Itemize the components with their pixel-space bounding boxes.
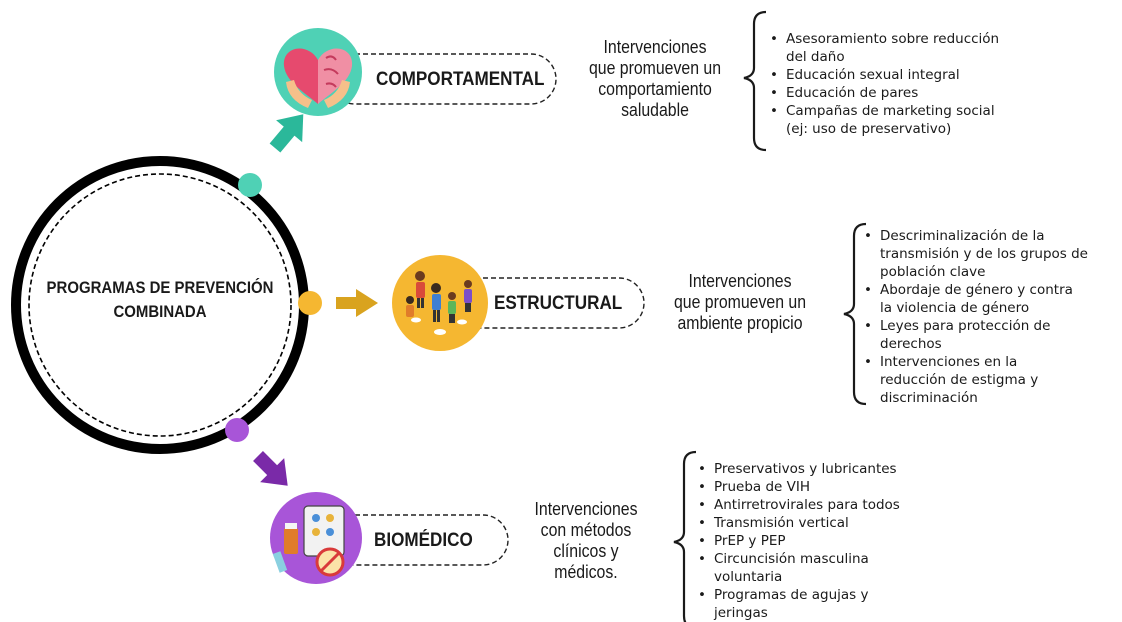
list-item: Descriminalización de la transmisión y d… [862,227,1088,281]
list-item: Programas de agujas y jeringas [696,586,900,622]
list-item: Campañas de marketing social (ej: uso de… [768,102,999,138]
comportamental-description: Intervenciones que promueven un comporta… [588,37,722,120]
estructural-items: Descriminalización de la transmisión y d… [862,227,1088,407]
list-item: Abordaje de género y contra la violencia… [862,281,1088,317]
purple-arrow [253,451,288,486]
teal-dot [238,173,262,197]
biomedico-label: BIOMÉDICO [374,530,473,551]
list-item: Leyes para protección de derechos [862,317,1088,353]
estructural-brace [843,222,867,406]
list-item: Circuncisión masculina voluntaria [696,550,900,586]
list-item: Transmisión vertical [696,514,900,532]
estructural-label: ESTRUCTURAL [494,293,623,314]
estructural-description: Intervenciones que promueven un ambiente… [673,271,807,333]
list-item: Intervenciones en la reducción de estigm… [862,353,1088,407]
estructural-label-box [449,277,645,329]
biomedico-label-box [329,514,509,566]
biomedico-brace [673,450,697,622]
comportamental-brace [743,10,767,152]
community-people-icon [392,255,488,351]
comportamental-label: COMPORTAMENTAL [376,69,545,90]
list-item: Educación de pares [768,84,999,102]
list-item: Asesoramiento sobre reducción del daño [768,30,999,66]
yellow-arrow [336,289,378,317]
medicine-pills-syringe-icon [270,492,362,584]
list-item: Educación sexual integral [768,66,999,84]
comportamental-items: Asesoramiento sobre reducción del daño E… [768,30,999,138]
biomedico-items: Preservativos y lubricantes Prueba de VI… [696,460,900,622]
teal-arrow [269,114,304,153]
list-item: Antirretrovirales para todos [696,496,900,514]
main-circle-title: PROGRAMAS DE PREVENCIÓN COMBINADA [46,278,274,321]
heart-brain-hands-icon [274,28,362,116]
comportamental-label-box [329,53,557,105]
purple-dot [225,418,249,442]
list-item: Preservativos y lubricantes [696,460,900,478]
biomedico-description: Intervenciones con métodos clínicos y mé… [534,499,638,582]
list-item: PrEP y PEP [696,532,900,550]
yellow-dot [298,291,322,315]
list-item: Prueba de VIH [696,478,900,496]
